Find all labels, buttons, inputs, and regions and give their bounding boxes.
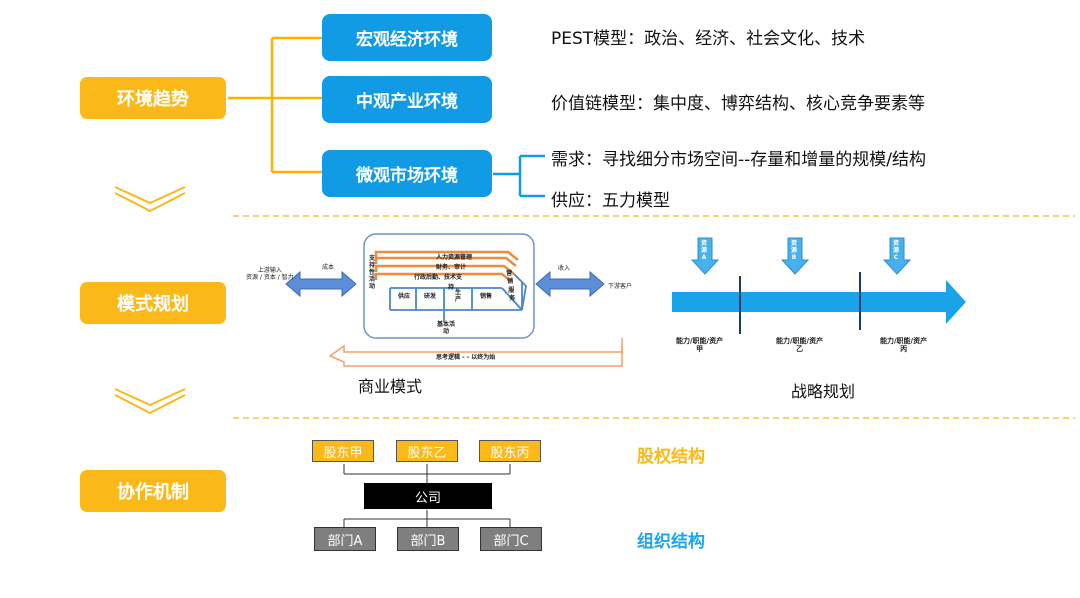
sales-label: 销售 <box>480 293 493 300</box>
org-connectors <box>343 464 511 527</box>
support-activity-label: 支 持 性 活 动 <box>369 255 376 290</box>
department-c: 部门C <box>480 527 542 551</box>
macro-env-desc: PEST模型：政治、经济、社会文化、技术 <box>551 29 866 49</box>
supply-step-label: 供应 <box>398 293 411 300</box>
micro-demand-desc: 需求：寻找细分市场空间--存量和增量的规模/结构 <box>551 150 926 170</box>
company-box: 公司 <box>364 483 492 509</box>
macro-env-box: 宏观经济环境 <box>322 14 492 61</box>
upstream-label: 上游输入 资源 / 资本 / 智力 <box>246 267 294 281</box>
cost-label: 成本 <box>322 264 335 271</box>
section-mode-planning: 模式规划 <box>80 282 226 324</box>
resource-a-label: 资 源 A <box>701 240 708 261</box>
resource-b-label: 资 源 B <box>791 240 798 261</box>
shareholder-a: 股东甲 <box>312 440 374 462</box>
business-model-diagram <box>285 233 623 367</box>
strategy-main-arrow <box>672 280 966 324</box>
basic-activity-label: 基本活 动 <box>437 321 456 335</box>
rnd-label: 研发 <box>424 293 437 300</box>
stage-c-label: 能力/职能/资产 丙 <box>880 337 928 354</box>
hold-label: 持 <box>448 284 455 291</box>
meso-env-desc: 价值链模型：集中度、博弈结构、核心竞争要素等 <box>551 94 925 114</box>
cost-double-arrow <box>285 270 357 298</box>
resource-b-arrow <box>780 237 810 275</box>
resource-a-arrow <box>690 237 720 275</box>
admin-label: 行政后勤、技术支 <box>414 274 463 281</box>
income-double-arrow <box>535 270 605 298</box>
business-model-caption: 商业模式 <box>358 377 423 396</box>
department-b: 部门B <box>397 527 459 551</box>
value-chain-frame <box>363 233 535 339</box>
section-env-trend: 环境趋势 <box>80 77 226 119</box>
department-a: 部门A <box>314 527 376 551</box>
resource-c-arrow <box>882 237 912 275</box>
service-label: 营 销 服 务 <box>506 270 516 303</box>
micro-supply-desc: 供应：五力模型 <box>551 191 670 211</box>
shareholder-b: 股东乙 <box>396 440 458 462</box>
equity-structure-label: 股权结构 <box>637 447 705 467</box>
reverse-logic-label: 思考逻辑 - - 以终为始 <box>436 354 496 361</box>
hr-label: 人力资源管理 <box>436 254 473 261</box>
production-label: 生 产 <box>455 289 462 303</box>
meso-env-box: 中观产业环境 <box>322 76 492 123</box>
resource-c-label: 资 源 C <box>893 240 900 261</box>
downstream-label: 下游客户 <box>608 283 633 290</box>
section-cooperation: 协作机制 <box>80 470 226 512</box>
org-structure-label: 组织结构 <box>637 532 705 552</box>
strategy-caption: 战略规划 <box>791 382 856 401</box>
micro-env-box: 微观市场环境 <box>322 150 492 197</box>
finance-label: 财务、审计 <box>436 264 467 271</box>
stage-a-label: 能力/职能/资产 甲 <box>676 337 724 354</box>
stage-b-label: 能力/职能/资产 乙 <box>776 337 824 354</box>
shareholder-c: 股东丙 <box>479 440 541 462</box>
income-label: 收入 <box>558 265 571 272</box>
strategy-diagram <box>672 237 966 334</box>
